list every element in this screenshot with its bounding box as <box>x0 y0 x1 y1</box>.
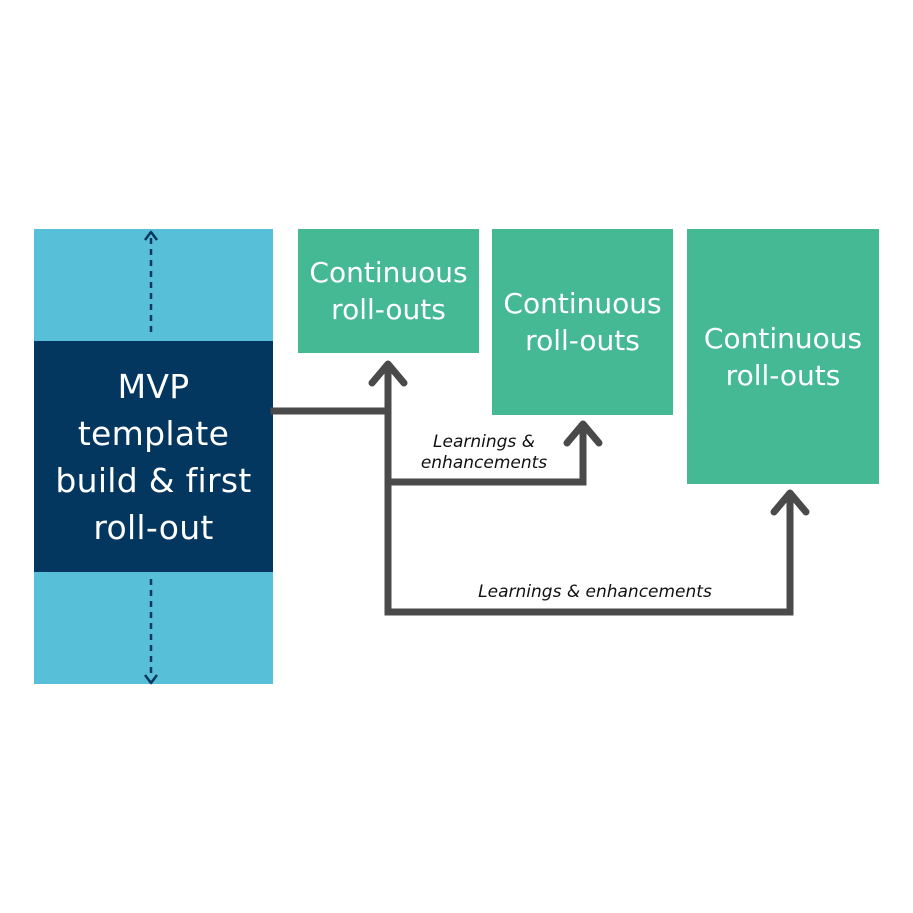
mvp-line-3: build & first <box>55 460 252 500</box>
feedback-1-line-2: enhancements <box>420 453 548 473</box>
rollout-box-2: Continuous roll-outs <box>492 229 673 415</box>
rollout-1-line-1: Continuous <box>309 256 468 289</box>
rollout-3-line-2: roll-outs <box>725 358 841 392</box>
mvp-connector <box>270 364 392 616</box>
mvp-line-2: template <box>77 413 230 453</box>
arrow-to-rollout-3 <box>770 489 810 516</box>
feedback-connector-2 <box>384 493 794 616</box>
rollout-1-line-2: roll-outs <box>331 293 446 326</box>
arrow-to-rollout-1 <box>368 360 408 387</box>
feedback-label-1: Learnings & enhancements <box>404 432 564 474</box>
arrow-to-rollout-2 <box>563 420 603 447</box>
mvp-box: MVP template build & first roll-out <box>34 341 273 572</box>
rollout-box-1: Continuous roll-outs <box>298 229 479 353</box>
feedback-label-2: Learnings & enhancements <box>478 582 712 602</box>
rollout-2-line-2: roll-outs <box>525 324 640 357</box>
feedback-1-line-1: Learnings & <box>433 432 535 452</box>
mvp-line-4: roll-out <box>93 507 214 547</box>
rollout-3-line-1: Continuous <box>703 321 863 355</box>
mvp-line-1: MVP <box>117 366 190 406</box>
feedback-connector-1 <box>384 424 587 486</box>
scope-arrow-down <box>144 579 158 685</box>
rollout-box-3: Continuous roll-outs <box>687 229 879 484</box>
rollout-2-line-1: Continuous <box>503 287 662 320</box>
scope-arrow-up <box>144 230 158 333</box>
